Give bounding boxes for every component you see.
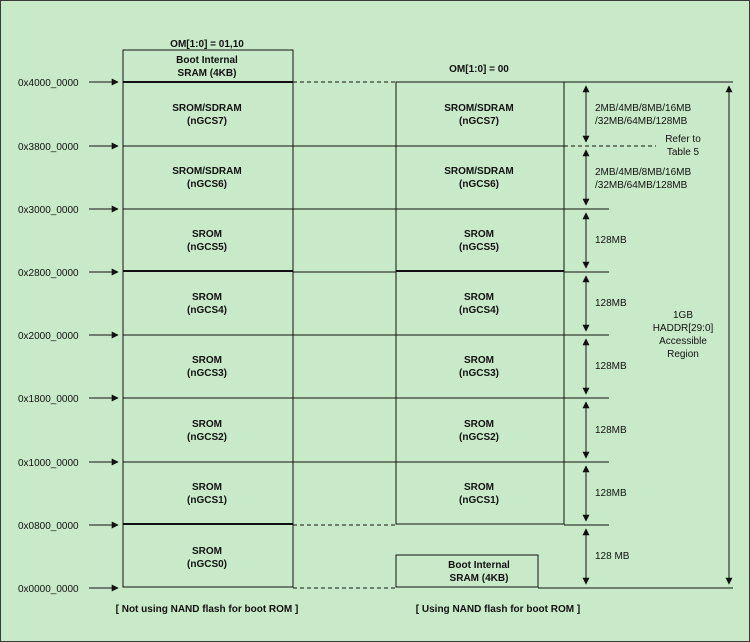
region-note-line4: Region [667,349,699,360]
left-block-cs: (nGCS5) [187,242,227,253]
left-block-cs: (nGCS1) [187,495,227,506]
right-block-cs: (nGCS6) [459,179,499,190]
region-note-line1: 1GB [673,310,693,321]
right-block: SROM/SDRAM (nGCS7) [444,103,513,127]
right-block: SROM (nGCS4) [459,292,499,316]
left-block-cs: (nGCS0) [187,559,227,570]
left-block-cs: (nGCS3) [187,368,227,379]
left-block: SROM (nGCS5) [187,229,227,253]
right-block-name: SROM/SDRAM [444,103,513,114]
left-block: SROM (nGCS2) [187,419,227,443]
right-block-cs: (nGCS4) [459,305,499,316]
size-label: 128 MB [595,551,630,562]
left-block-name: SROM [192,355,222,366]
address-row: 0x0000_0000 [18,584,733,595]
left-block: SROM (nGCS1) [187,482,227,506]
address-label: 0x0000_0000 [18,584,79,595]
right-block-cs: (nGCS1) [459,495,499,506]
right-block-cs: (nGCS2) [459,432,499,443]
address-label: 0x3000_0000 [18,205,79,216]
address-row: 0x0800_0000 [18,521,609,532]
right-boot-sram-line2: SRAM (4KB) [450,573,509,584]
address-row: 0x1800_0000 [18,394,609,405]
right-block: SROM (nGCS3) [459,355,499,379]
left-block-cs: (nGCS6) [187,179,227,190]
address-label: 0x1000_0000 [18,458,79,469]
size-label: 128MB [595,298,627,309]
size-arrows [582,85,733,585]
size-label: 128MB [595,425,627,436]
left-block-name: SROM [192,419,222,430]
right-block: SROM (nGCS2) [459,419,499,443]
right-block-cs: (nGCS5) [459,242,499,253]
left-block-name: SROM [192,482,222,493]
refer-note-line2: Table 5 [667,147,700,158]
right-block-name: SROM [464,355,494,366]
right-boot-sram-box [395,554,539,588]
left-block-name: SROM [192,546,222,557]
left-boot-sram-line2: SRAM (4KB) [178,68,237,79]
left-mode-label: OM[1:0] = 01,10 [170,39,244,50]
left-block: SROM (nGCS0) [187,546,227,570]
left-caption: [ Not using NAND flash for boot ROM ] [116,604,299,615]
right-block-name: SROM/SDRAM [444,166,513,177]
right-block: SROM/SDRAM (nGCS6) [444,166,513,190]
right-block: SROM (nGCS5) [459,229,499,253]
left-block-cs: (nGCS7) [187,116,227,127]
right-block-name: SROM [464,229,494,240]
right-block-name: SROM [464,292,494,303]
address-row: 0x2800_0000 [18,268,609,279]
right-boot-sram-line1: Boot Internal [448,560,510,571]
right-block-cs: (nGCS7) [459,116,499,127]
region-note-line2: HADDR[29:0] [653,323,714,334]
right-caption: [ Using NAND flash for boot ROM ] [416,604,580,615]
left-block-name: SROM/SDRAM [172,166,241,177]
left-block-name: SROM/SDRAM [172,103,241,114]
region-note-line3: Accessible [659,336,707,347]
right-block-name: SROM [464,482,494,493]
size-label: 128MB [595,361,627,372]
address-label: 0x2000_0000 [18,331,79,342]
size-label: 128MB [595,235,627,246]
left-block-name: SROM [192,292,222,303]
address-row: 0x3800_0000 [18,142,656,153]
address-row: 0x4000_0000 [18,78,733,89]
left-block-name: SROM [192,229,222,240]
size-label: 128MB [595,488,627,499]
left-block: SROM (nGCS4) [187,292,227,316]
address-label: 0x4000_0000 [18,78,79,89]
left-block-cs: (nGCS4) [187,305,227,316]
right-block-name: SROM [464,419,494,430]
refer-note-line1: Refer to [665,134,701,145]
left-block-cs: (nGCS2) [187,432,227,443]
address-row: 0x3000_0000 [18,205,609,216]
left-block: SROM/SDRAM (nGCS7) [172,103,241,127]
left-block: SROM/SDRAM (nGCS6) [172,166,241,190]
size-label: /32MB/64MB/128MB [595,116,688,127]
right-mode-label: OM[1:0] = 00 [449,64,509,75]
left-boot-sram-line1: Boot Internal [176,55,238,66]
right-block-cs: (nGCS3) [459,368,499,379]
right-block: SROM (nGCS1) [459,482,499,506]
size-label: /32MB/64MB/128MB [595,180,688,191]
left-column [122,49,294,588]
address-label: 0x1800_0000 [18,394,79,405]
left-block: SROM (nGCS3) [187,355,227,379]
address-label: 0x0800_0000 [18,521,79,532]
address-label: 0x3800_0000 [18,142,79,153]
right-column [395,81,565,588]
size-label: 2MB/4MB/8MB/16MB [595,103,691,114]
address-row: 0x2000_0000 [18,331,609,342]
address-row: 0x1000_0000 [18,458,609,469]
size-label: 2MB/4MB/8MB/16MB [595,167,691,178]
address-label: 0x2800_0000 [18,268,79,279]
right-column-frame [395,81,565,525]
